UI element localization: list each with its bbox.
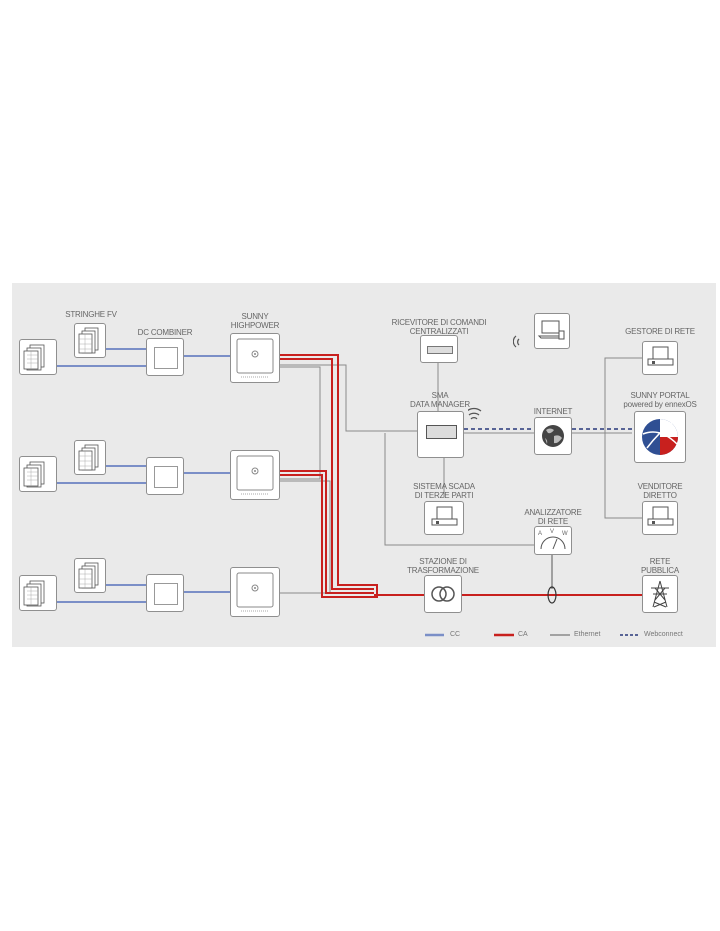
sma-data-manager [417,411,464,458]
computer-icon [647,346,674,366]
ac-lines [280,354,642,598]
legend-cc: CC [450,631,461,638]
pv-module-1a [19,339,57,375]
label-dc-combiner: DC COMBINER [137,328,193,337]
label-direct-marketer: VENDITORE DIRETTO [637,482,683,500]
power-pylon-icon [651,580,669,608]
computer-icon [431,506,458,526]
label-scada: SISTEMA SCADA DI TERZE PARTI [413,482,475,500]
label-internet: INTERNET [533,407,573,416]
ethernet-analyzer-loop [384,433,552,546]
wifi-laptop-icon [513,335,520,348]
legend-ca: CA [518,631,528,638]
pv-module-1b [74,323,106,358]
combiner-icon [154,347,178,369]
label-sunny-highpower: SUNNY HIGHPOWER [230,312,280,330]
solar-panel-icon [23,580,45,607]
ethernet-inverter3-link [280,480,331,594]
transformer-station [424,575,462,613]
legend-ethernet: Ethernet [574,631,601,638]
transformer-icon [431,586,455,602]
inverter-2 [230,450,280,500]
computer-icon [647,506,674,526]
current-clamp [547,586,557,604]
ripple-receiver [420,335,458,363]
dial-v: V [550,529,554,535]
solar-panel-icon [78,444,99,471]
inverter-1 [230,333,280,383]
receiver-icon [427,346,453,354]
solar-panel-icon [23,461,45,488]
combiner-icon [154,466,178,488]
pv-module-3a [19,575,57,611]
globe-icon [542,425,564,447]
system-diagram: A V W STRINGHE FV DC COMBINER SUNNY HIGH… [12,283,716,647]
meter-icon [540,536,566,550]
pv-module-3b [74,558,106,593]
label-pv-strings: STRINGHE FV [65,310,117,319]
dc-combiner-2 [146,457,184,495]
label-ripple-receiver: RICEVITORE DI COMANDI CENTRALIZZATI [391,318,487,336]
dc-combiner-3 [146,574,184,612]
label-grid-analyzer: ANALIZZATORE DI RETE [524,508,582,526]
solar-panel-icon [23,344,45,371]
legend-webconnect: Webconnect [644,631,683,638]
laptop-device [534,313,570,349]
inverter-icon [236,455,274,495]
pv-module-2a [19,456,57,492]
grid-analyzer: A V W [534,526,572,555]
combiner-icon [154,583,178,605]
grid-operator [642,341,678,375]
pv-module-2b [74,440,106,475]
direct-marketer [642,501,678,535]
ethernet-inverter2-link [280,366,321,480]
ethernet-internet-gridoperator [572,357,642,434]
solar-panel-icon [78,562,99,589]
dial-w: W [562,531,568,537]
sunny-portal-logo-icon [642,419,678,455]
dc-lines [57,348,230,603]
sunny-portal [634,411,686,463]
public-grid [642,575,678,613]
scada-system [424,501,464,535]
ethernet-internet-directmarketer [604,433,642,519]
label-grid-operator: GESTORE DI RETE [625,327,695,336]
data-manager-icon [426,425,457,439]
laptop-icon [537,320,565,340]
inverter-icon [236,572,274,612]
inverter-icon [236,338,274,378]
connection-lines [57,348,642,637]
internet [534,417,572,455]
wifi-datamanager-icon [468,407,482,420]
label-transformer-station: STAZIONE DI TRASFORMAZIONE [407,557,479,575]
label-sma-data-manager: SMA DATA MANAGER [410,391,470,409]
label-sunny-portal: SUNNY PORTAL powered by ennexOS [623,391,697,409]
label-public-grid: RETE PUBBLICA [641,557,679,575]
dial-a: A [538,531,542,537]
ethernet-inverter1-datamanager [280,364,417,432]
solar-panel-icon [78,327,99,354]
dc-combiner-1 [146,338,184,376]
ethernet-lines [280,357,642,594]
inverter-3 [230,567,280,617]
